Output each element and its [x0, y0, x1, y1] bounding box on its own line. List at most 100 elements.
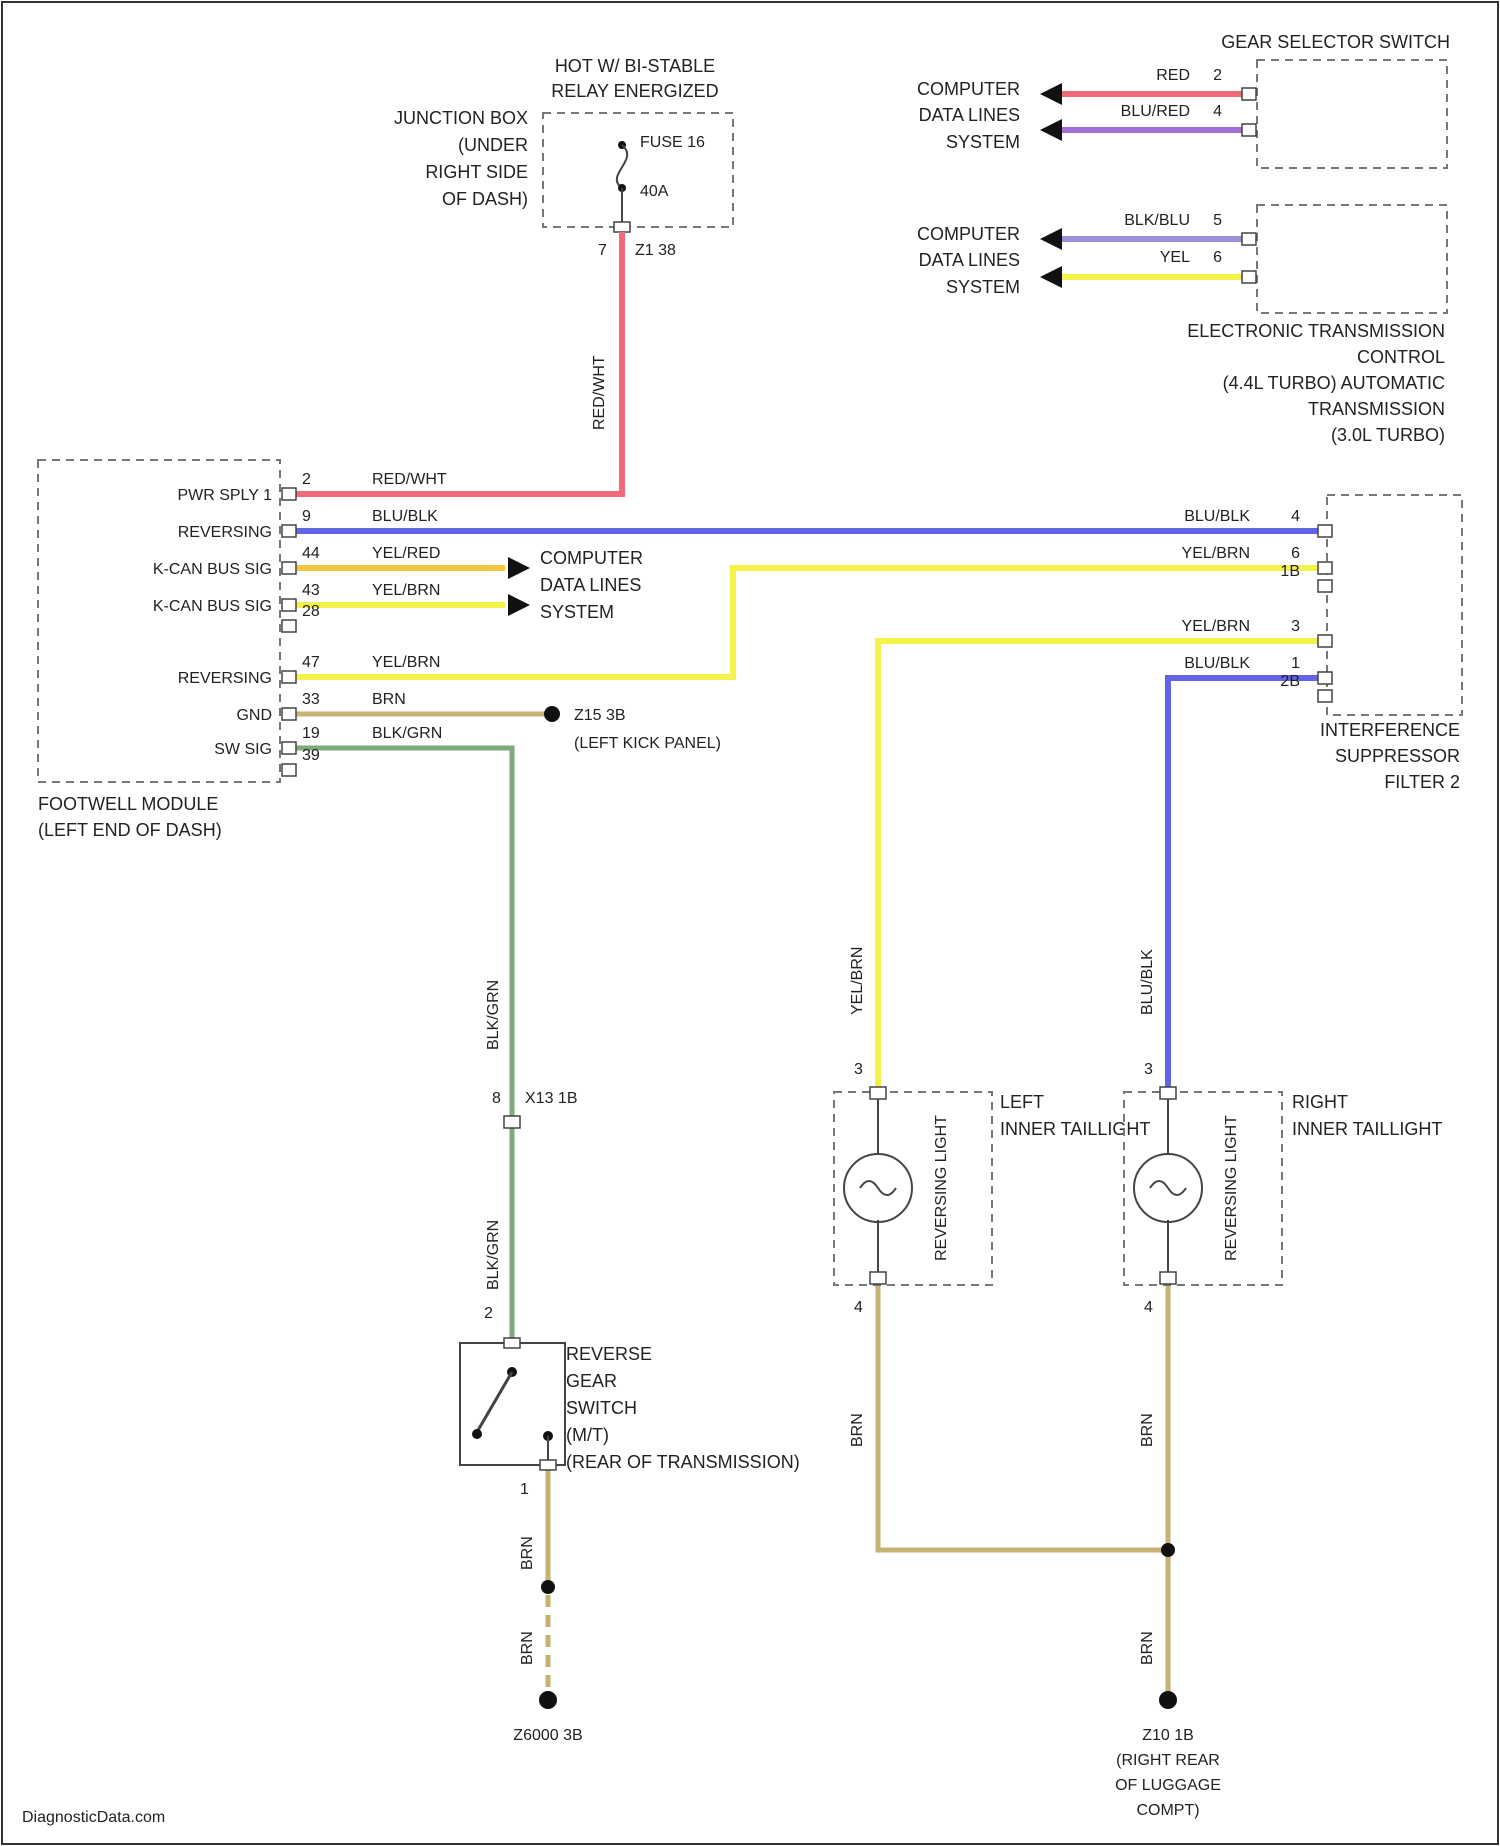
fw-cdl-1: COMPUTER	[540, 548, 643, 568]
etc-wire2-pin: 6	[1213, 249, 1222, 266]
relay-pin-number: 7	[598, 242, 607, 259]
splice-point	[541, 1580, 555, 1594]
footwell-pin-number: 47	[302, 654, 320, 671]
inline-connector-label: X13 1B	[525, 1090, 577, 1107]
footwell-pin	[282, 599, 296, 611]
filter-wire-color: YEL/BRN	[1182, 618, 1250, 635]
arrow-left-icon	[1040, 83, 1062, 105]
right-inner-taillight: REVERSING LIGHT 3 4 RIGHT INNER TAILLIGH…	[1124, 1061, 1442, 1316]
wire-label-brn-2: BRN	[1139, 1413, 1156, 1447]
wire-label-red-wht: RED/WHT	[591, 355, 608, 430]
inline-connector-pin	[504, 1116, 520, 1128]
relay-junction-box: HOT W/ BI-STABLE RELAY ENERGIZED JUNCTIO…	[394, 56, 733, 259]
fw-gnd-location: (LEFT KICK PANEL)	[574, 735, 721, 752]
etc-title-5: (3.0L TURBO)	[1331, 425, 1445, 445]
footwell-pin	[282, 742, 296, 754]
luggage-ground-3: OF LUGGAGE	[1115, 1777, 1221, 1794]
luggage-ground: Z10 1B (RIGHT REAR OF LUGGAGE COMPT)	[1115, 1727, 1221, 1819]
switch-outline	[460, 1343, 565, 1465]
filter-title-1: INTERFERENCE	[1320, 720, 1460, 740]
footwell-title-2: (LEFT END OF DASH)	[38, 820, 222, 840]
switch-blade-icon	[477, 1372, 512, 1432]
footwell-wire-color: BRN	[372, 691, 406, 708]
footwell-pin	[282, 525, 296, 537]
relay-pin-box	[614, 222, 630, 232]
footwell-pin-number: 44	[302, 545, 320, 562]
etc-cdl-1: COMPUTER	[917, 224, 1020, 244]
fw-cdl-2: DATA LINES	[540, 575, 641, 595]
footwell-pin-number: 33	[302, 691, 320, 708]
relay-connector-label: Z1 38	[635, 242, 676, 259]
footwell-title-1: FOOTWELL MODULE	[38, 794, 218, 814]
etc-pin-5	[1242, 233, 1256, 245]
footwell-pin-name: SW SIG	[214, 741, 272, 758]
gs-wire2-pin: 4	[1213, 103, 1222, 120]
switch-title-2: GEAR	[566, 1371, 617, 1391]
inline-connector: 8 X13 1B	[492, 1090, 577, 1128]
left-taillight-outline	[834, 1092, 992, 1285]
left-taillight-pin-bottom-number: 4	[854, 1299, 863, 1316]
arrow-left-icon	[1040, 266, 1062, 288]
switch-title-1: REVERSE	[566, 1344, 652, 1364]
footwell-pin-name: REVERSING	[178, 524, 272, 541]
wire-label-brn-4: BRN	[519, 1536, 536, 1570]
gs-cdl-2: DATA LINES	[919, 105, 1020, 125]
electronic-transmission-control: COMPUTER DATA LINES SYSTEM BLK/BLU 5 YEL…	[917, 205, 1447, 445]
wire-blk-grn	[296, 748, 512, 1343]
wire-label-brn-3: BRN	[1139, 1631, 1156, 1665]
footwell-pin	[282, 671, 296, 683]
footwell-pin	[282, 764, 296, 776]
wire-yel-brn-reversing	[296, 568, 1318, 677]
etc-outline	[1257, 205, 1447, 313]
switch-contact-pivot	[472, 1429, 482, 1439]
etc-cdl-2: DATA LINES	[919, 250, 1020, 270]
fw-gnd-connector: Z15 3B	[574, 707, 626, 724]
right-taillight-pin-bottom	[1160, 1272, 1176, 1284]
filter-pin	[1318, 580, 1332, 592]
junction-box-outline	[543, 113, 733, 227]
filament-icon	[1150, 1181, 1186, 1195]
filament-icon	[860, 1181, 896, 1195]
junction-label-1: JUNCTION BOX	[394, 108, 528, 128]
filter-title-2: SUPPRESSOR	[1335, 746, 1460, 766]
right-taillight-title-1: RIGHT	[1292, 1092, 1348, 1112]
gs-cdl-1: COMPUTER	[917, 79, 1020, 99]
arrow-left-icon	[1040, 119, 1062, 141]
etc-wire1-color: BLK/BLU	[1124, 212, 1190, 229]
gs-wire1-color: RED	[1156, 67, 1190, 84]
switch-pin-top-number: 2	[484, 1305, 493, 1322]
arrow-right-icon	[508, 557, 530, 579]
gs-wire1-pin: 2	[1213, 67, 1222, 84]
footwell-outline	[38, 460, 280, 782]
footwell-wire-color: YEL/BRN	[372, 582, 440, 599]
fuse-icon	[617, 145, 627, 188]
right-taillight-title-2: INNER TAILLIGHT	[1292, 1119, 1442, 1139]
footwell-pin	[282, 708, 296, 720]
watermark: DiagnosticData.com	[22, 1809, 165, 1826]
etc-title-1: ELECTRONIC TRANSMISSION	[1187, 321, 1445, 341]
footwell-pin-name: REVERSING	[178, 670, 272, 687]
filter-pin	[1318, 635, 1332, 647]
fuse-label: FUSE 16	[640, 134, 705, 151]
wire-label-brn-5: BRN	[519, 1631, 536, 1665]
luggage-ground-1: Z10 1B	[1142, 1727, 1194, 1744]
switch-title-3: SWITCH	[566, 1398, 637, 1418]
filter-pin-number: 1B	[1280, 563, 1300, 580]
etc-title-4: TRANSMISSION	[1308, 399, 1445, 419]
footwell-pin-number: 9	[302, 508, 311, 525]
footwell-pin-number: 28	[302, 603, 320, 620]
junction-label-2: (UNDER	[458, 135, 528, 155]
arrow-right-icon	[508, 594, 530, 616]
etc-title-3: (4.4L TURBO) AUTOMATIC	[1223, 373, 1445, 393]
wire-label-blk-grn-1: BLK/GRN	[485, 980, 502, 1050]
gear-selector-outline	[1257, 60, 1447, 168]
left-taillight-pin-top-number: 3	[854, 1061, 863, 1078]
filter-pin	[1318, 525, 1332, 537]
footwell-pin	[282, 488, 296, 500]
switch-ground-label: Z6000 3B	[513, 1727, 582, 1744]
wire-brn-left-taillight	[878, 1285, 1168, 1550]
filter-pin-number: 2B	[1280, 673, 1300, 690]
